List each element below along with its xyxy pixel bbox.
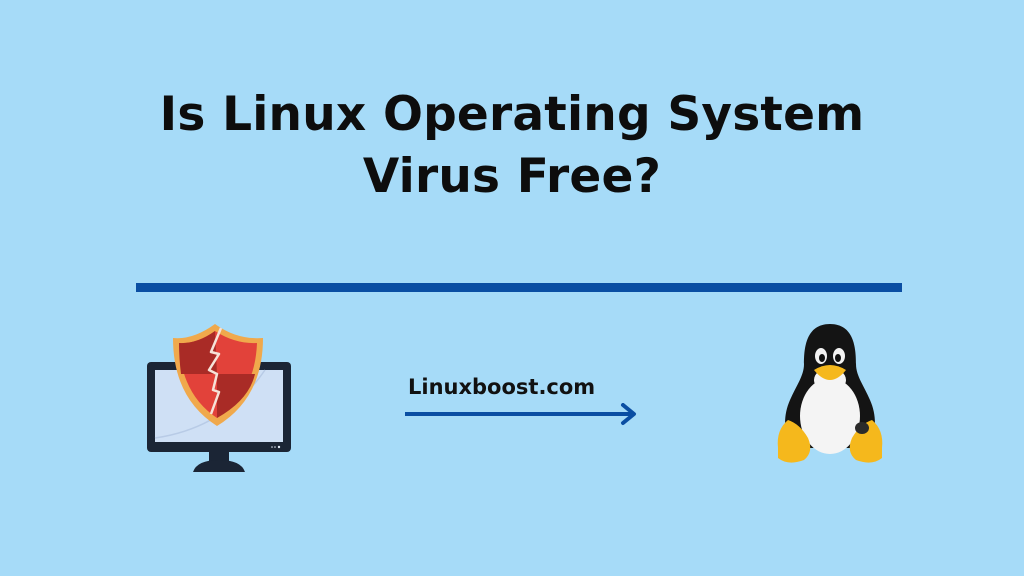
page-title: Is Linux Operating System Virus Free? bbox=[0, 84, 1024, 208]
site-label[interactable]: Linuxboost.com bbox=[408, 375, 596, 399]
arrow-right-icon bbox=[405, 403, 636, 425]
tux-penguin-icon bbox=[777, 324, 883, 463]
title-line-2: Virus Free? bbox=[362, 149, 662, 204]
divider bbox=[136, 283, 902, 292]
broken-shield-monitor-icon bbox=[147, 324, 291, 472]
title-line-1: Is Linux Operating System bbox=[159, 87, 865, 142]
